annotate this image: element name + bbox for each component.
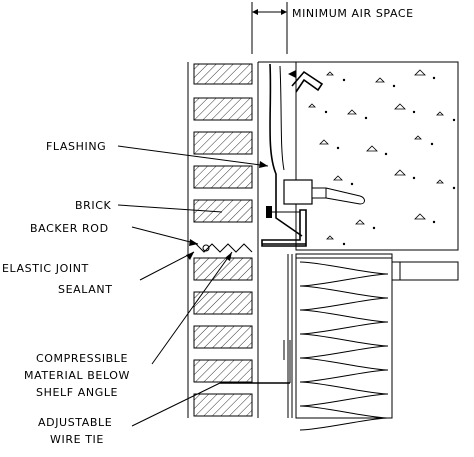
aggregate-mark	[326, 235, 334, 240]
brick	[193, 97, 253, 121]
aggregate-dot	[372, 226, 376, 230]
aggregate-mark	[414, 69, 426, 76]
aggregate-mark	[414, 135, 422, 140]
wire-tie	[220, 340, 291, 384]
brick	[193, 165, 253, 189]
brick	[193, 359, 253, 383]
sealant-label: SEALANT	[58, 283, 113, 296]
flashing-label: FLASHING	[46, 140, 106, 153]
aggregate-mark	[436, 179, 444, 184]
concrete-slab	[295, 61, 459, 251]
aggregate-dot	[324, 110, 328, 114]
compressible-label: COMPRESSIBLE	[36, 352, 128, 365]
brick	[193, 131, 253, 155]
elastic-joint-label: ELASTIC JOINT	[2, 262, 89, 275]
brick	[193, 291, 253, 315]
brick	[193, 63, 253, 85]
aggregate-mark	[333, 175, 343, 181]
aggregate-mark	[414, 213, 426, 220]
backer-rod-label: BACKER ROD	[30, 222, 109, 235]
adjustable-label: ADJUSTABLE	[38, 416, 112, 429]
wire-tie-label: WIRE TIE	[50, 433, 104, 446]
flashing	[258, 61, 324, 237]
aggregate-dot	[342, 78, 346, 82]
aggregate-dot	[336, 146, 340, 150]
aggregate-mark	[319, 139, 329, 145]
leader-lines	[117, 145, 269, 427]
aggregate-mark	[394, 169, 406, 176]
aggregate-dot	[452, 186, 456, 190]
aggregate-mark	[366, 145, 378, 152]
aggregate-dot	[452, 118, 456, 122]
aggregate-mark	[326, 71, 334, 76]
aggregate-dot	[350, 182, 354, 186]
aggregate-dot	[432, 76, 436, 80]
aggregate-mark	[375, 77, 385, 83]
aggregate-dot	[412, 176, 416, 180]
shelf-angle	[261, 179, 365, 247]
aggregate-dot	[392, 84, 396, 88]
shelf-angle-label: SHELF ANGLE	[36, 386, 118, 399]
brick	[193, 325, 253, 349]
aggregate-dot	[342, 242, 346, 246]
aggregate-dot	[432, 220, 436, 224]
aggregate-mark	[394, 103, 406, 110]
aggregate-mark	[355, 219, 365, 225]
aggregate-mark	[436, 111, 444, 116]
material-below-label: MATERIAL BELOW	[24, 369, 130, 382]
sealant-joint	[195, 243, 253, 253]
insulation	[287, 253, 459, 431]
aggregate-mark	[347, 109, 357, 115]
aggregate-dot	[384, 152, 388, 156]
brick	[193, 199, 253, 223]
brick	[193, 393, 253, 417]
min-air-space-label: MINIMUM AIR SPACE	[292, 7, 414, 20]
brick	[193, 257, 253, 281]
brick-label: BRICK	[75, 199, 112, 212]
aggregate-mark	[308, 103, 316, 108]
aggregate-dot	[364, 116, 368, 120]
air-space-dimension: MINIMUM AIR SPACE	[251, 2, 414, 54]
brick-wythe	[187, 62, 259, 418]
aggregate-dot	[430, 142, 434, 146]
aggregate-dot	[412, 110, 416, 114]
